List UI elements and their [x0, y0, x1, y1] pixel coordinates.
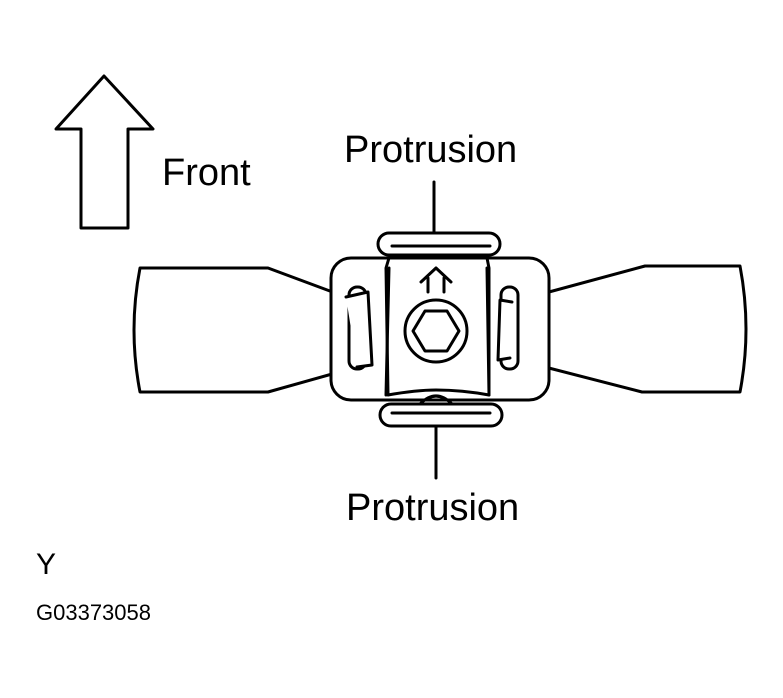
bottom-protrusion: [378, 402, 504, 428]
right-belt-end: [496, 298, 514, 362]
buckle-arrow-icon: [419, 266, 453, 294]
bottom-notch: [418, 394, 454, 406]
center-body-right-edge: [485, 266, 491, 397]
front-label: Front: [162, 152, 251, 194]
top-protrusion: [376, 231, 502, 257]
top-protrusion-label: Protrusion: [344, 129, 518, 171]
left-belt-end: [344, 290, 374, 369]
left-belt-webbing: [132, 266, 359, 394]
view-label: Y: [36, 548, 57, 581]
center-body-left-edge: [384, 266, 391, 397]
figure-code: G03373058: [36, 600, 151, 625]
hex-bolt-icon: [411, 309, 461, 353]
bottom-protrusion-label: Protrusion: [346, 487, 520, 529]
right-belt-webbing: [508, 264, 748, 394]
front-arrow-icon: [54, 74, 155, 230]
